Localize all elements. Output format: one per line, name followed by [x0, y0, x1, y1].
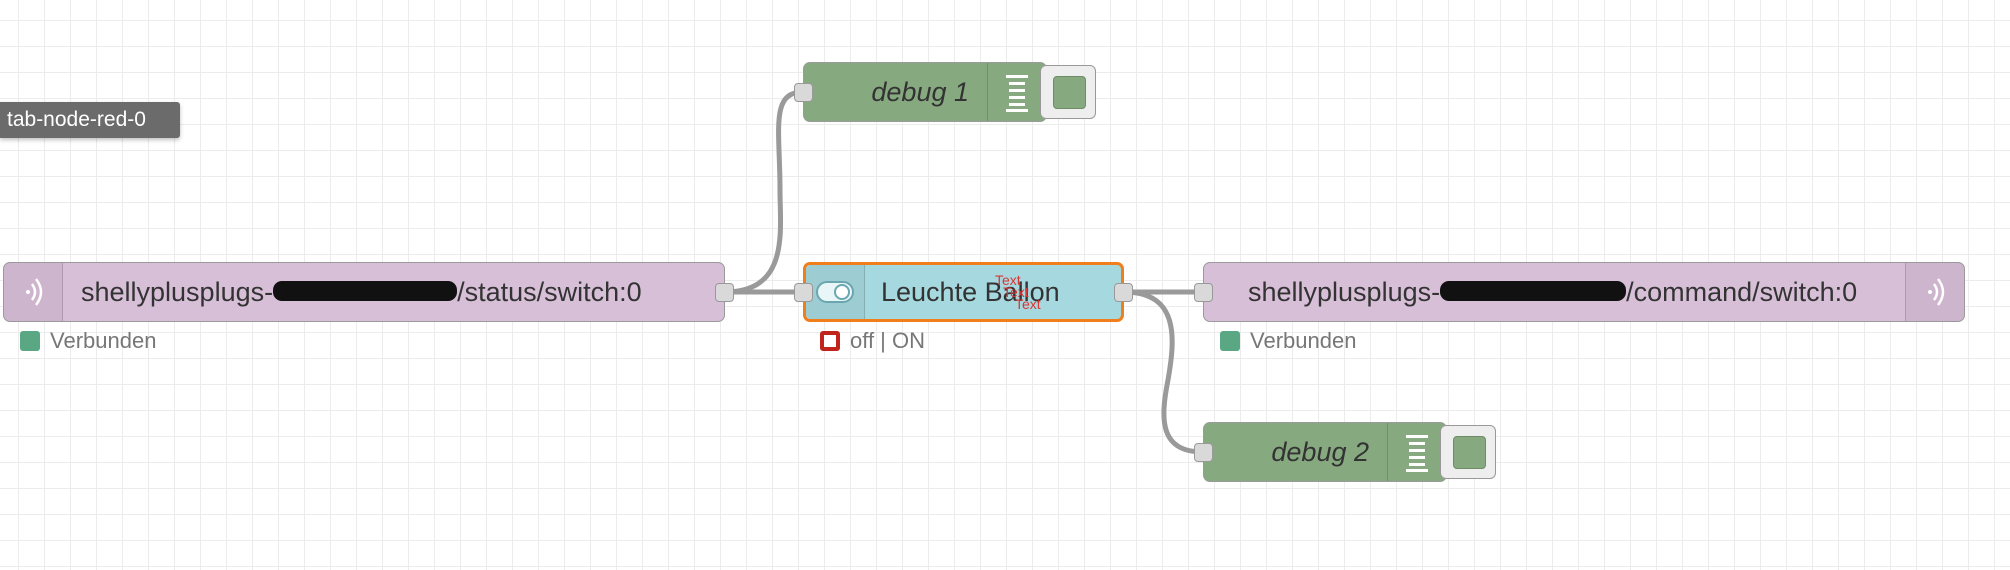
overlay-text-2: Text	[1003, 283, 1029, 300]
debug-2-input-port[interactable]	[1194, 443, 1213, 462]
mqtt-in-output-port[interactable]	[715, 283, 734, 302]
switch-label-text: Leuchte Ballon	[881, 276, 1060, 307]
mqtt-in-status: Verbunden	[20, 328, 156, 354]
status-connected-icon	[1220, 331, 1240, 351]
redacted-device-id	[273, 280, 458, 301]
switch-status-text: off | ON	[850, 328, 926, 353]
overlay-text-3: Text	[1015, 295, 1041, 312]
debug-1-toggle-indicator	[1053, 75, 1086, 109]
mqtt-in-status-text: Verbunden	[50, 328, 157, 353]
status-connected-icon	[20, 331, 40, 351]
switch-node[interactable]: Leuchte Ballon Text Text Text	[794, 262, 1133, 322]
wire-mqtt-to-debug1[interactable]	[722, 89, 806, 295]
mqtt-out-status-text: Verbunden	[1250, 328, 1357, 353]
mqtt-in-label-suffix: /status/switch:0	[457, 276, 642, 307]
debug-icon	[987, 63, 1046, 121]
switch-status: off | ON	[820, 328, 925, 354]
debug-2-toggle-button[interactable]	[1440, 425, 1496, 479]
debug-1-label: debug 1	[871, 76, 969, 107]
debug-2-toggle-indicator	[1453, 435, 1486, 469]
mqtt-out-status: Verbunden	[1220, 328, 1356, 354]
mqtt-out-label-suffix: /command/switch:0	[1626, 276, 1858, 307]
mqtt-out-label: shellyplusplugs- /command/switch:0	[1204, 277, 1905, 308]
redacted-device-id	[1440, 280, 1627, 301]
debug-1-input-port[interactable]	[794, 83, 813, 102]
debug-1-toggle-button[interactable]	[1040, 65, 1096, 119]
mqtt-out-node[interactable]: shellyplusplugs- /command/switch:0	[1194, 262, 1965, 322]
mqtt-icon	[4, 263, 63, 321]
debug-1-node[interactable]: debug 1	[794, 62, 1047, 122]
debug-2-node[interactable]: debug 2	[1194, 422, 1447, 482]
switch-label: Leuchte Ballon Text Text Text	[865, 273, 1121, 312]
mqtt-in-label-prefix: shellyplusplugs-	[81, 276, 274, 307]
mqtt-out-label-prefix: shellyplusplugs-	[1248, 276, 1441, 307]
mqtt-icon	[1905, 263, 1964, 321]
switch-output-port[interactable]	[1114, 283, 1133, 302]
toggle-switch-icon	[806, 265, 865, 319]
debug-icon	[1387, 423, 1446, 481]
debug-2-label: debug 2	[1271, 436, 1369, 467]
mqtt-out-input-port[interactable]	[1194, 283, 1213, 302]
wire-switch-to-debug2[interactable]	[1121, 289, 1206, 455]
overlay-text-1: Text	[995, 271, 1021, 288]
switch-input-port[interactable]	[794, 283, 813, 302]
status-off-icon	[820, 331, 840, 351]
tab-label: tab-node-red-0	[0, 102, 180, 138]
mqtt-in-label: shellyplusplugs- /status/switch:0	[63, 277, 724, 308]
mqtt-in-node[interactable]: shellyplusplugs- /status/switch:0	[3, 262, 734, 322]
